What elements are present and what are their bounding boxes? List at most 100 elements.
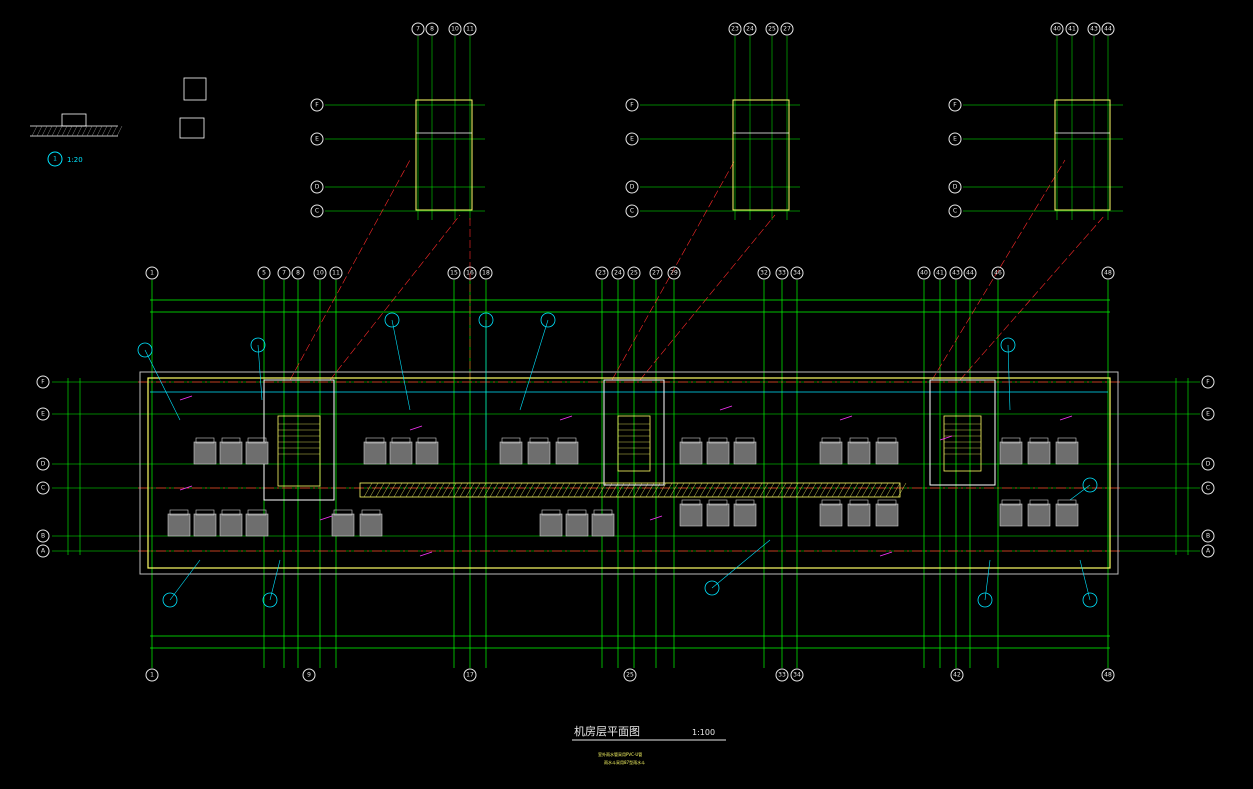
callout-bubble-10 bbox=[977, 592, 993, 608]
hatch-stroke bbox=[837, 482, 847, 498]
hatch-stroke bbox=[453, 482, 463, 498]
inset-col-label-24: 24 bbox=[746, 26, 754, 33]
drawing-scale: 1:100 bbox=[692, 728, 715, 737]
callout-leader-6 bbox=[1069, 484, 1091, 501]
grid-label-top-48: 48 bbox=[1104, 270, 1112, 277]
callout-bubble-8 bbox=[162, 592, 178, 608]
equipment-cap bbox=[541, 509, 561, 516]
equipment-cap bbox=[169, 509, 189, 516]
hatch-stroke bbox=[477, 482, 487, 498]
grid-label-bottom-9: 9 bbox=[307, 672, 311, 679]
pipes bbox=[137, 312, 1098, 608]
grid-label-bottom-25: 25 bbox=[626, 672, 634, 679]
magenta-mark-9 bbox=[939, 435, 953, 441]
hatch-stroke bbox=[369, 482, 379, 498]
inset-label-D: D bbox=[953, 184, 958, 191]
grid-label-left-C: C bbox=[41, 485, 45, 492]
inset-bubble-F bbox=[625, 98, 639, 112]
inset-label-E: E bbox=[315, 136, 319, 143]
inset-label-F: F bbox=[630, 102, 634, 109]
grid-label-right-A: A bbox=[1206, 548, 1211, 555]
leader-line-4 bbox=[639, 214, 776, 381]
inset-col-bubble-8 bbox=[425, 22, 439, 36]
equipment-cap bbox=[1057, 437, 1077, 444]
equipment-unit bbox=[706, 503, 730, 527]
hatch-stroke bbox=[801, 482, 811, 498]
hatch-stroke bbox=[507, 482, 517, 498]
equipment-unit bbox=[331, 513, 355, 537]
callout-bubble-5 bbox=[1000, 337, 1016, 353]
hatch-stroke bbox=[537, 482, 547, 498]
detail-curb bbox=[61, 113, 87, 127]
magenta-mark-0 bbox=[179, 395, 193, 401]
building-outer-outline bbox=[139, 371, 1119, 575]
grid-bubble-top-46 bbox=[991, 266, 1005, 280]
grid-bubble-top-40 bbox=[917, 266, 931, 280]
grid-bubble-left-F bbox=[36, 375, 50, 389]
grid-label-top-16: 16 bbox=[466, 270, 474, 277]
hatch-stroke bbox=[879, 482, 889, 498]
hatch-stroke bbox=[417, 482, 427, 498]
hatch-stroke bbox=[573, 482, 583, 498]
leader-line-1 bbox=[329, 214, 461, 381]
callout-bubble-7 bbox=[704, 580, 720, 596]
hatch-stroke bbox=[411, 482, 421, 498]
hatch-stroke bbox=[531, 482, 541, 498]
equipment-cap bbox=[821, 437, 841, 444]
callout-bubble-4 bbox=[540, 312, 556, 328]
detail-hatch bbox=[111, 125, 118, 137]
equipment-unit bbox=[363, 441, 387, 465]
equipment-unit bbox=[733, 503, 757, 527]
hatch-stroke bbox=[393, 482, 403, 498]
grid-label-right-B: B bbox=[1206, 533, 1210, 540]
equipment-unit bbox=[1055, 441, 1079, 465]
detail-hatch bbox=[76, 125, 83, 137]
equipment-unit bbox=[359, 513, 383, 537]
equipment-cap bbox=[735, 437, 755, 444]
equipment-cap bbox=[567, 509, 587, 516]
callout-leader-7 bbox=[711, 539, 771, 589]
grid-bubble-left-E bbox=[36, 407, 50, 421]
hatch-stroke bbox=[891, 482, 901, 498]
inset-col-label-8: 8 bbox=[430, 26, 434, 33]
grid-lines bbox=[52, 36, 1200, 668]
detail-hatch bbox=[66, 125, 73, 137]
equipment-cap bbox=[1001, 499, 1021, 506]
detail-section: 1 1:20 bbox=[47, 151, 83, 167]
detail-hatch bbox=[61, 125, 68, 137]
hatch-stroke bbox=[663, 482, 673, 498]
callout-bubble-3 bbox=[478, 312, 494, 328]
magenta-mark-10 bbox=[419, 551, 433, 557]
equipment-cap bbox=[247, 509, 267, 516]
title-block: 机房层平面图 1:100 室外雨水管采用PVC-U管 雨水斗采用87型雨水斗 bbox=[572, 724, 726, 765]
grid-label-top-7: 7 bbox=[282, 270, 286, 277]
callout-bubble-1 bbox=[250, 337, 266, 353]
equipment-unit bbox=[219, 441, 243, 465]
equipment-cap bbox=[821, 499, 841, 506]
hatch-stroke bbox=[861, 482, 871, 498]
note-1: 室外雨水管采用PVC-U管 bbox=[598, 751, 642, 757]
grid-label-left-D: D bbox=[41, 461, 46, 468]
inset-col-label-43: 43 bbox=[1090, 26, 1098, 33]
inset-room-outline-0 bbox=[415, 99, 473, 211]
grid-label-top-11: 11 bbox=[332, 270, 340, 277]
equipment-cap bbox=[593, 509, 613, 516]
inset-col-bubble-24 bbox=[743, 22, 757, 36]
inset-col-bubble-43 bbox=[1087, 22, 1101, 36]
inset-bubble-E bbox=[948, 132, 962, 146]
equipment-unit bbox=[245, 513, 269, 537]
grid-label-top-40: 40 bbox=[920, 270, 928, 277]
hatch-stroke bbox=[795, 482, 805, 498]
grid-bubble-top-24 bbox=[611, 266, 625, 280]
equipment-unit bbox=[591, 513, 615, 537]
equipment-unit bbox=[733, 441, 757, 465]
equipment-cap bbox=[391, 437, 411, 444]
hatch-stroke bbox=[675, 482, 685, 498]
inset-col-bubble-23 bbox=[728, 22, 742, 36]
equipment-cap bbox=[195, 437, 215, 444]
inset-label-C: C bbox=[953, 208, 957, 215]
equipment-cap bbox=[501, 437, 521, 444]
inset-bubble-C bbox=[948, 204, 962, 218]
inset-label-E: E bbox=[630, 136, 634, 143]
hatch-stroke bbox=[435, 482, 445, 498]
